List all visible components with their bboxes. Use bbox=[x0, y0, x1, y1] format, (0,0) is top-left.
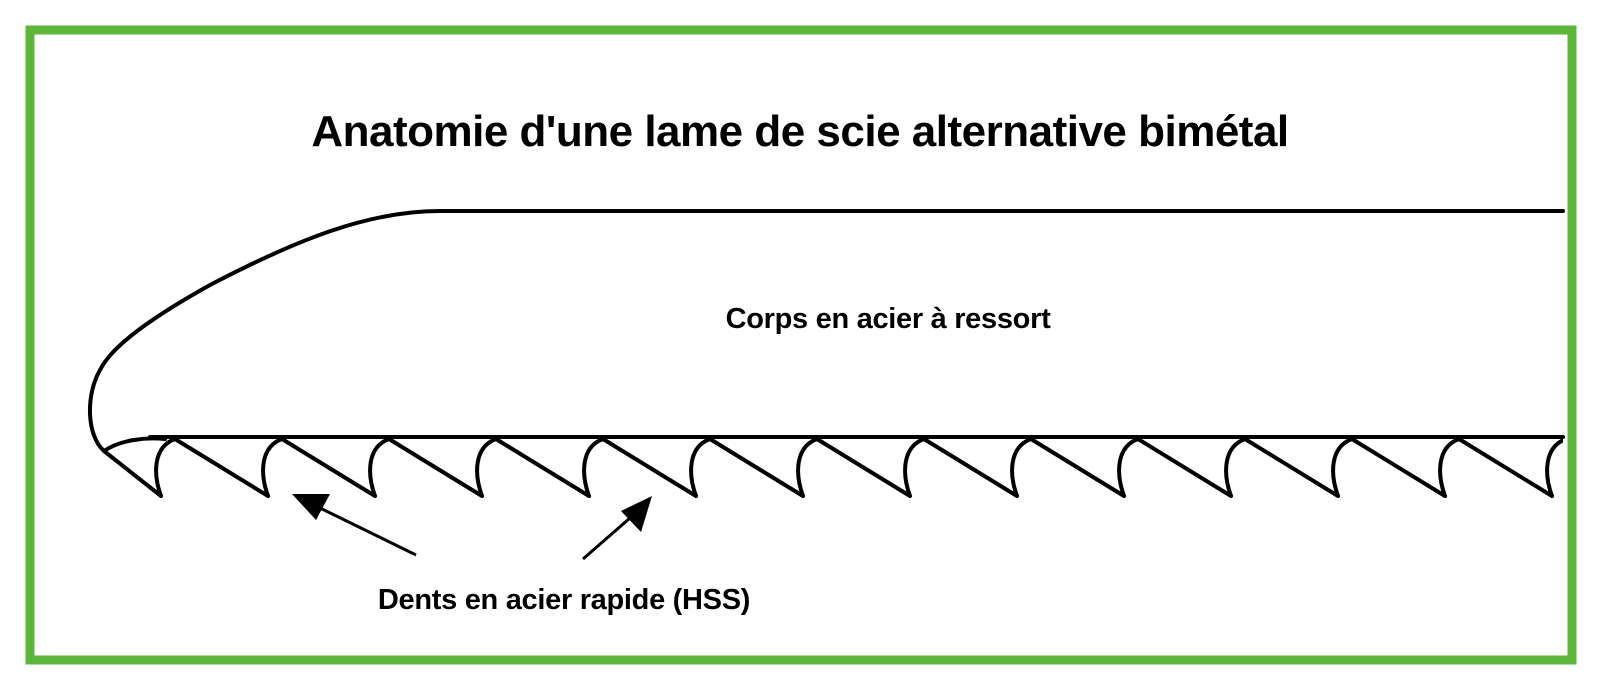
tooth-9 bbox=[1010, 437, 1126, 498]
tooth-2 bbox=[261, 437, 377, 498]
tooth-1 bbox=[154, 437, 270, 498]
diagram-title: Anatomie d'une lame de scie alternative … bbox=[311, 107, 1288, 156]
blade-body-outline bbox=[88, 209, 1565, 453]
tooth-4 bbox=[475, 437, 591, 498]
tooth-7 bbox=[796, 437, 912, 498]
teeth-arrow-right-shaft bbox=[582, 516, 631, 561]
teeth-arrow-left bbox=[292, 494, 417, 557]
body-label: Corps en acier à ressort bbox=[726, 303, 1051, 335]
tooth-5 bbox=[582, 437, 698, 498]
tooth-11 bbox=[1224, 437, 1340, 498]
tooth-3 bbox=[368, 437, 484, 498]
tooth-12 bbox=[1331, 437, 1447, 498]
teeth-arrow-left-head bbox=[292, 494, 330, 520]
tooth-nose-bevel bbox=[102, 449, 163, 498]
teeth-arrow-left-shaft bbox=[317, 505, 417, 557]
tooth-13 bbox=[1438, 437, 1554, 498]
teeth-arrow-right bbox=[582, 496, 652, 561]
blade-teeth bbox=[102, 437, 1563, 498]
teeth-label: Dents en acier rapide (HSS) bbox=[378, 584, 750, 616]
teeth-arrow-right-head bbox=[621, 496, 652, 532]
diagram-frame bbox=[25, 25, 1577, 665]
tooth-10 bbox=[1117, 437, 1233, 498]
tooth-14 bbox=[1545, 438, 1563, 498]
tooth-6 bbox=[689, 437, 805, 498]
tooth-8 bbox=[903, 437, 1019, 498]
